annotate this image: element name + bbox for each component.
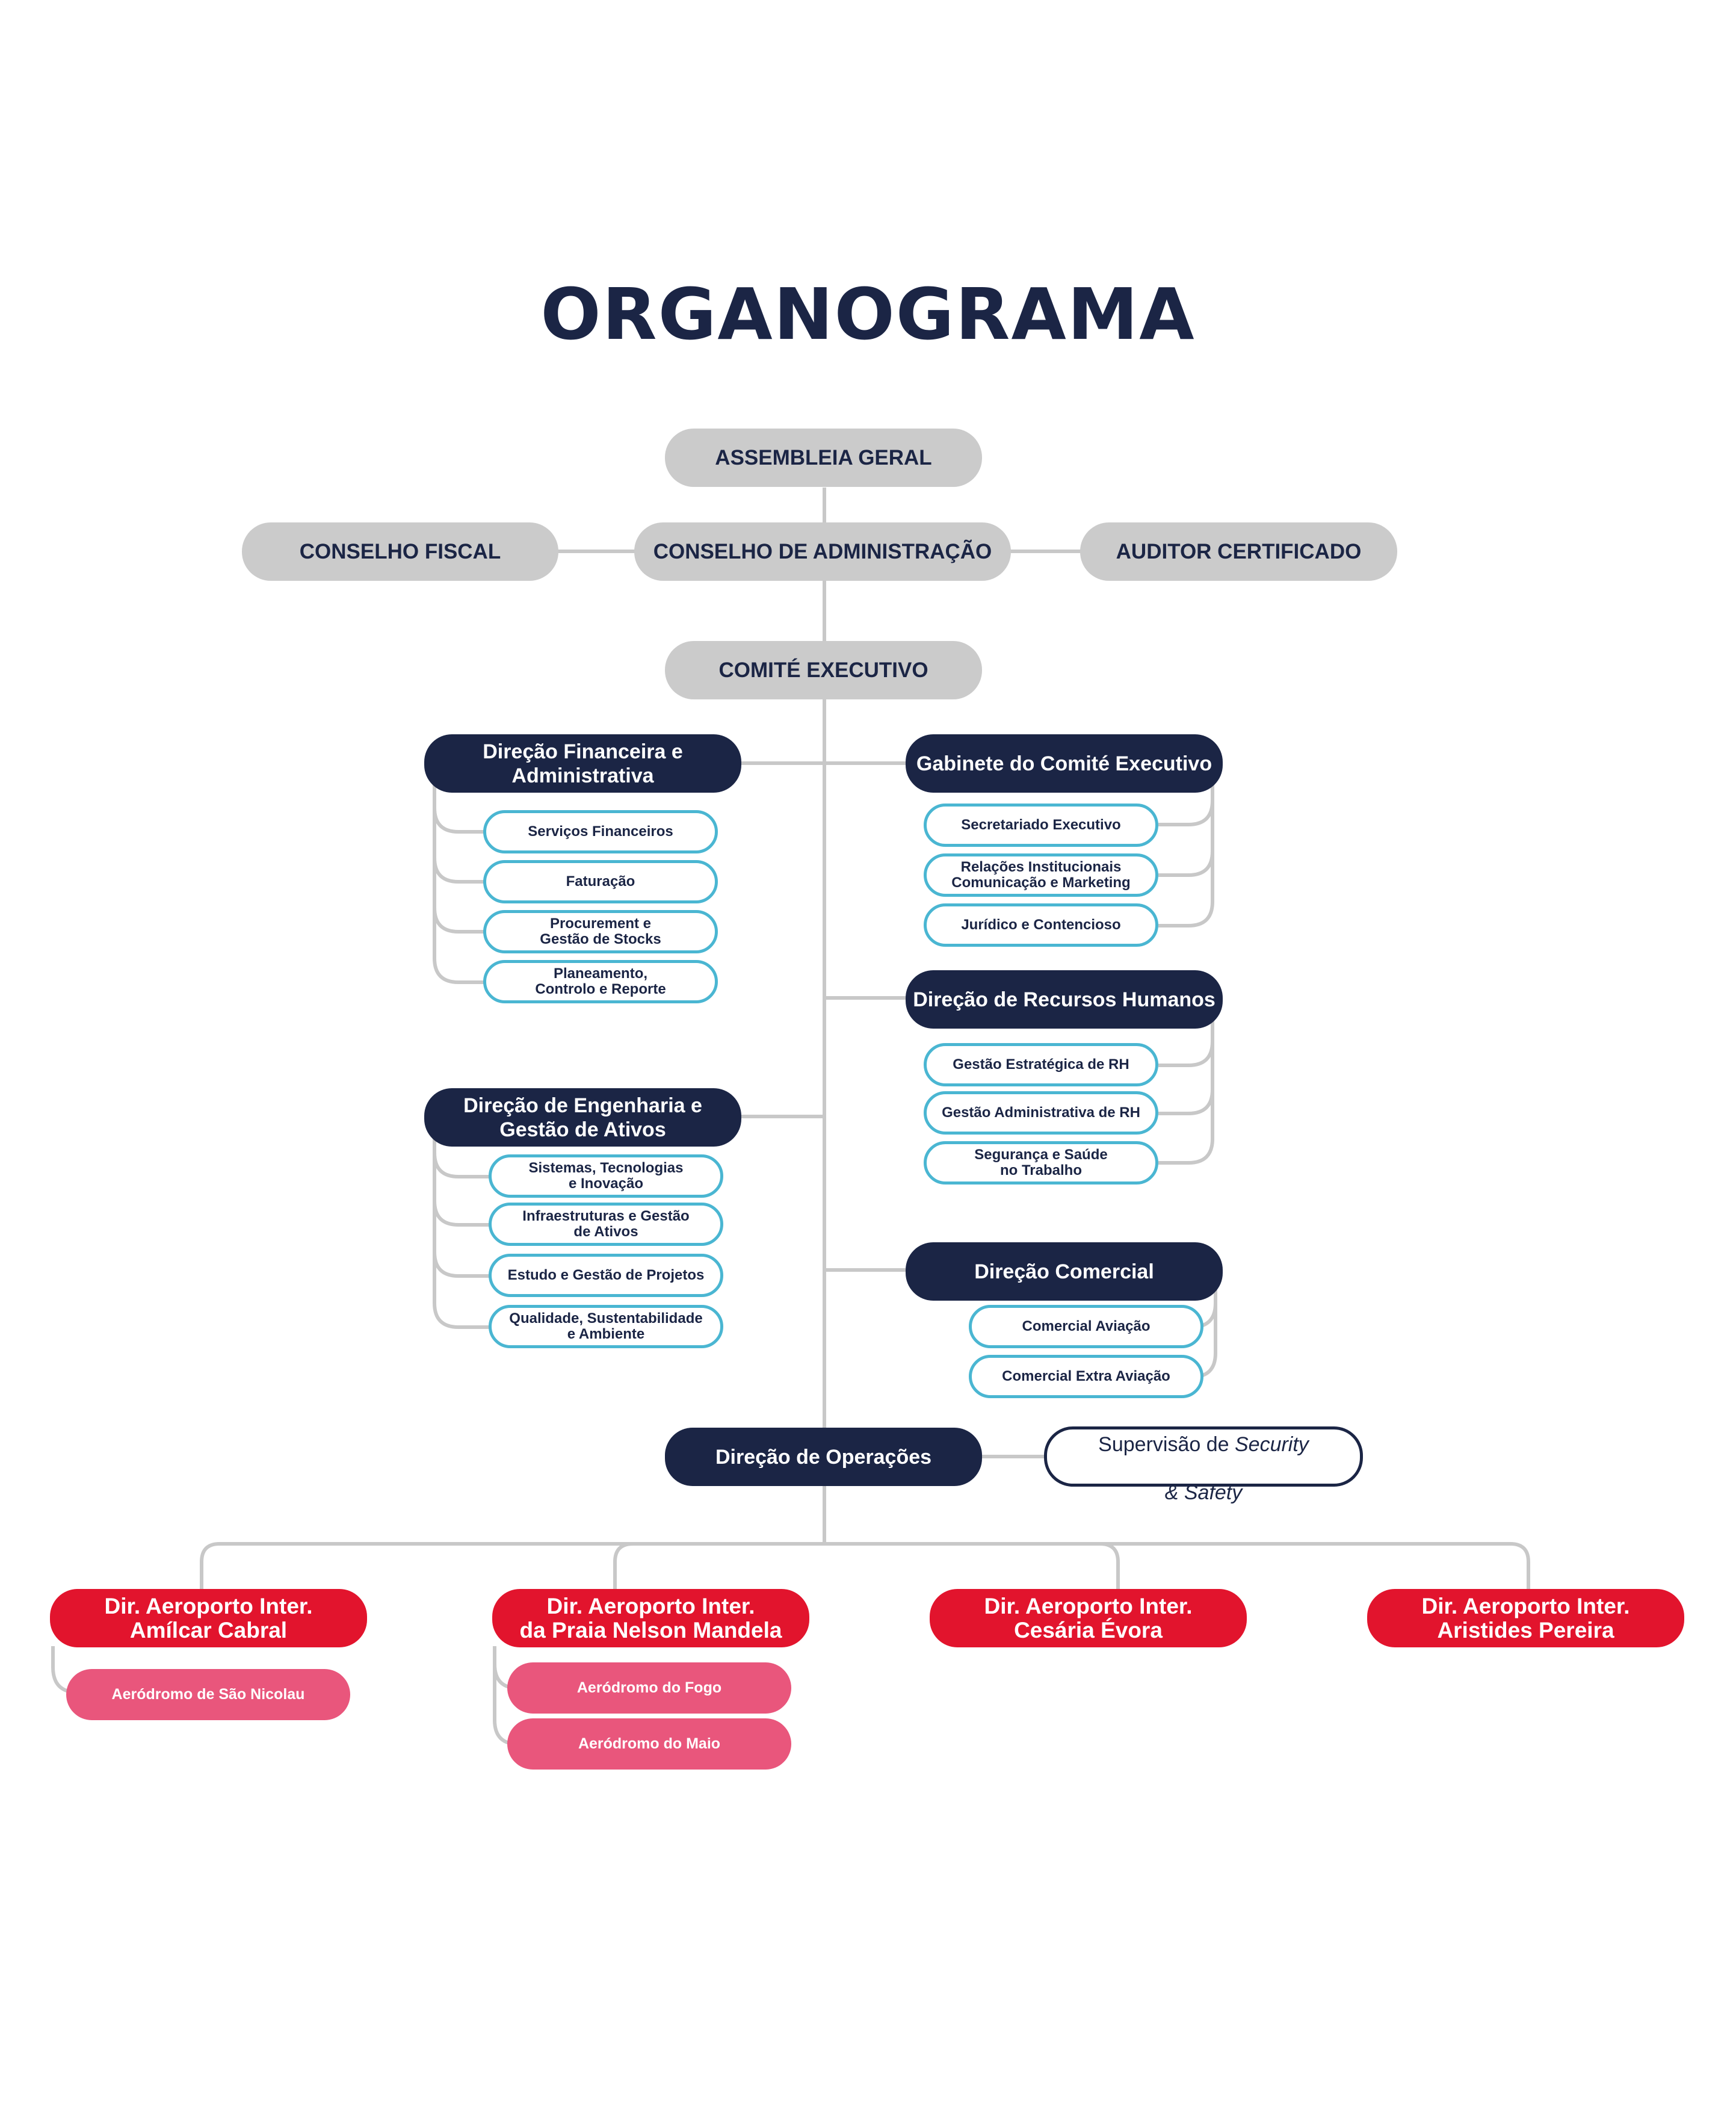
auditor-certificado-box: AUDITOR CERTIFICADO	[1080, 522, 1397, 581]
direcao-comercial-box: Direção Comercial	[906, 1242, 1223, 1301]
supervisao-security: Security	[1234, 1433, 1309, 1456]
unit-seguranca-saude: Segurança e Saúde no Trabalho	[924, 1141, 1158, 1185]
unit-servicos-financeiros: Serviços Financeiros	[483, 810, 718, 853]
direcao-financeira-box: Direção Financeira e Administrativa	[424, 734, 741, 793]
supervisao-security-safety-box: Supervisão de Security & Safety	[1044, 1426, 1363, 1504]
conselho-administracao-box: CONSELHO DE ADMINISTRAÇÃO	[634, 522, 1011, 581]
supervisao-safety: Safety	[1184, 1481, 1243, 1504]
unit-infraestruturas: Infraestruturas e Gestão de Ativos	[489, 1203, 723, 1246]
unit-relacoes-institucionais: Relações Institucionais Comunicação e Ma…	[924, 853, 1158, 897]
unit-secretariado: Secretariado Executivo	[924, 804, 1158, 847]
direcao-operacoes-box: Direção de Operações	[665, 1428, 982, 1486]
unit-comercial-aviacao: Comercial Aviação	[969, 1305, 1203, 1348]
unit-estudo-projetos: Estudo e Gestão de Projetos	[489, 1254, 723, 1297]
direcao-rh-box: Direção de Recursos Humanos	[906, 970, 1223, 1029]
unit-planeamento: Planeamento, Controlo e Reporte	[483, 960, 718, 1003]
airport-praia-nelson-mandela: Dir. Aeroporto Inter. da Praia Nelson Ma…	[492, 1589, 809, 1647]
unit-juridico: Jurídico e Contencioso	[924, 903, 1158, 947]
aerodromo-sao-nicolau: Aeródromo de São Nicolau	[66, 1669, 350, 1720]
unit-qualidade: Qualidade, Sustentabilidade e Ambiente	[489, 1305, 723, 1348]
page-title: ORGANOGRAMA	[540, 273, 1196, 356]
airport-cesaria-evora: Dir. Aeroporto Inter. Cesária Évora	[930, 1589, 1247, 1647]
aerodromo-fogo: Aeródromo do Fogo	[507, 1662, 791, 1714]
aerodromo-maio: Aeródromo do Maio	[507, 1718, 791, 1770]
unit-procurement: Procurement e Gestão de Stocks	[483, 910, 718, 953]
unit-comercial-extra-aviacao: Comercial Extra Aviação	[969, 1355, 1203, 1398]
direcao-engenharia-box: Direção de Engenharia e Gestão de Ativos	[424, 1088, 741, 1147]
assembleia-geral-box: ASSEMBLEIA GERAL	[665, 429, 982, 487]
airport-amilcar-cabral: Dir. Aeroporto Inter. Amílcar Cabral	[50, 1589, 367, 1647]
unit-sistemas-tecnologias: Sistemas, Tecnologias e Inovação	[489, 1154, 723, 1198]
airport-aristides-pereira: Dir. Aeroporto Inter. Aristides Pereira	[1367, 1589, 1684, 1647]
gabinete-comite-box: Gabinete do Comité Executivo	[906, 734, 1223, 793]
unit-gestao-estrategica-rh: Gestão Estratégica de RH	[924, 1043, 1158, 1086]
unit-faturacao: Faturação	[483, 860, 718, 903]
supervisao-amp: &	[1164, 1481, 1184, 1504]
unit-gestao-administrativa-rh: Gestão Administrativa de RH	[924, 1091, 1158, 1135]
conselho-fiscal-box: CONSELHO FISCAL	[242, 522, 558, 581]
supervisao-prefix: Supervisão de	[1098, 1433, 1235, 1456]
comite-executivo-box: COMITÉ EXECUTIVO	[665, 641, 982, 699]
